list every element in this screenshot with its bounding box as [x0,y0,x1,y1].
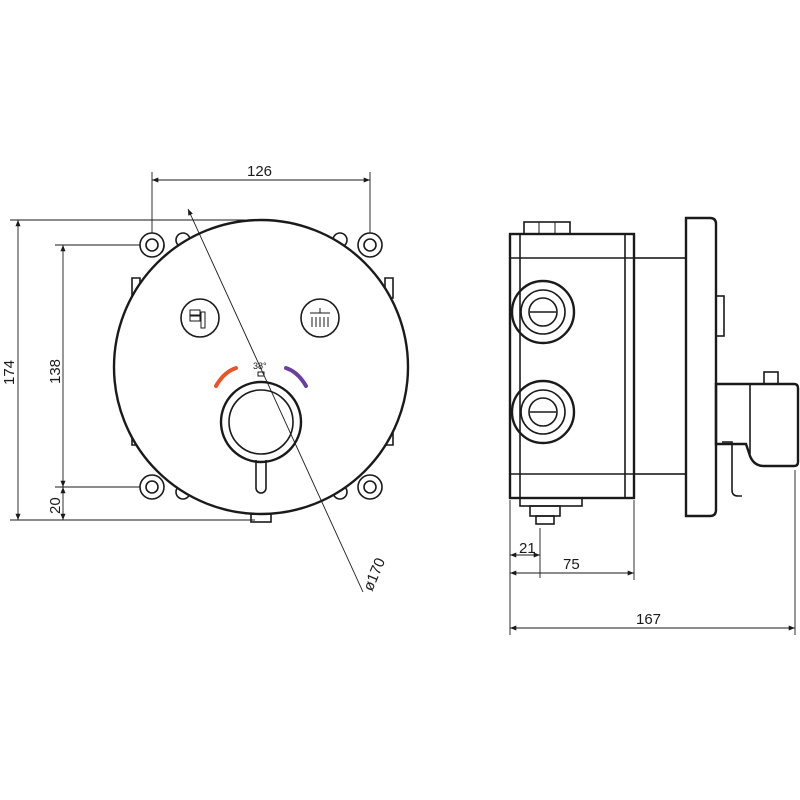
cold-indicator [284,366,308,388]
side-75-label: 75 [563,556,580,573]
valve-body [508,232,636,500]
knob-profile [714,371,800,497]
bottom-offset-label: 20 [47,497,64,514]
hot-indicator [214,366,238,388]
upper-port [510,279,576,345]
diameter-label: ø170 [360,555,389,593]
rain-shower-icon [310,308,330,327]
side-167-label: 167 [636,611,661,628]
bottom-offset-dimension: 20 [47,487,66,520]
rain-shower-button[interactable] [300,298,340,338]
width-label: 126 [247,163,272,180]
hand-shower-icon [189,309,206,329]
button-profile [715,295,725,337]
side-view: 21 75 167 [508,216,800,635]
diameter-leader [187,208,364,593]
sleeve [633,257,687,475]
side-dimensions: 21 75 167 [509,470,796,635]
bottom-bracket [519,497,583,507]
inner-height-dimension: 138 [47,244,140,488]
thermostat-knob[interactable] [219,380,303,494]
inner-height-label: 138 [47,359,64,384]
total-height-dimension: 174 [1,219,255,521]
front-view: 38° ø170 126 174 13 [1,163,410,594]
side-21-label: 21 [519,540,536,557]
bottom-nut [250,513,272,523]
total-height-label: 174 [1,360,18,385]
lower-port [510,379,576,445]
width-dimension: 126 [151,163,371,233]
top-nut [523,221,571,235]
cover-plate-edge [684,216,718,518]
hand-shower-button[interactable] [180,298,220,338]
